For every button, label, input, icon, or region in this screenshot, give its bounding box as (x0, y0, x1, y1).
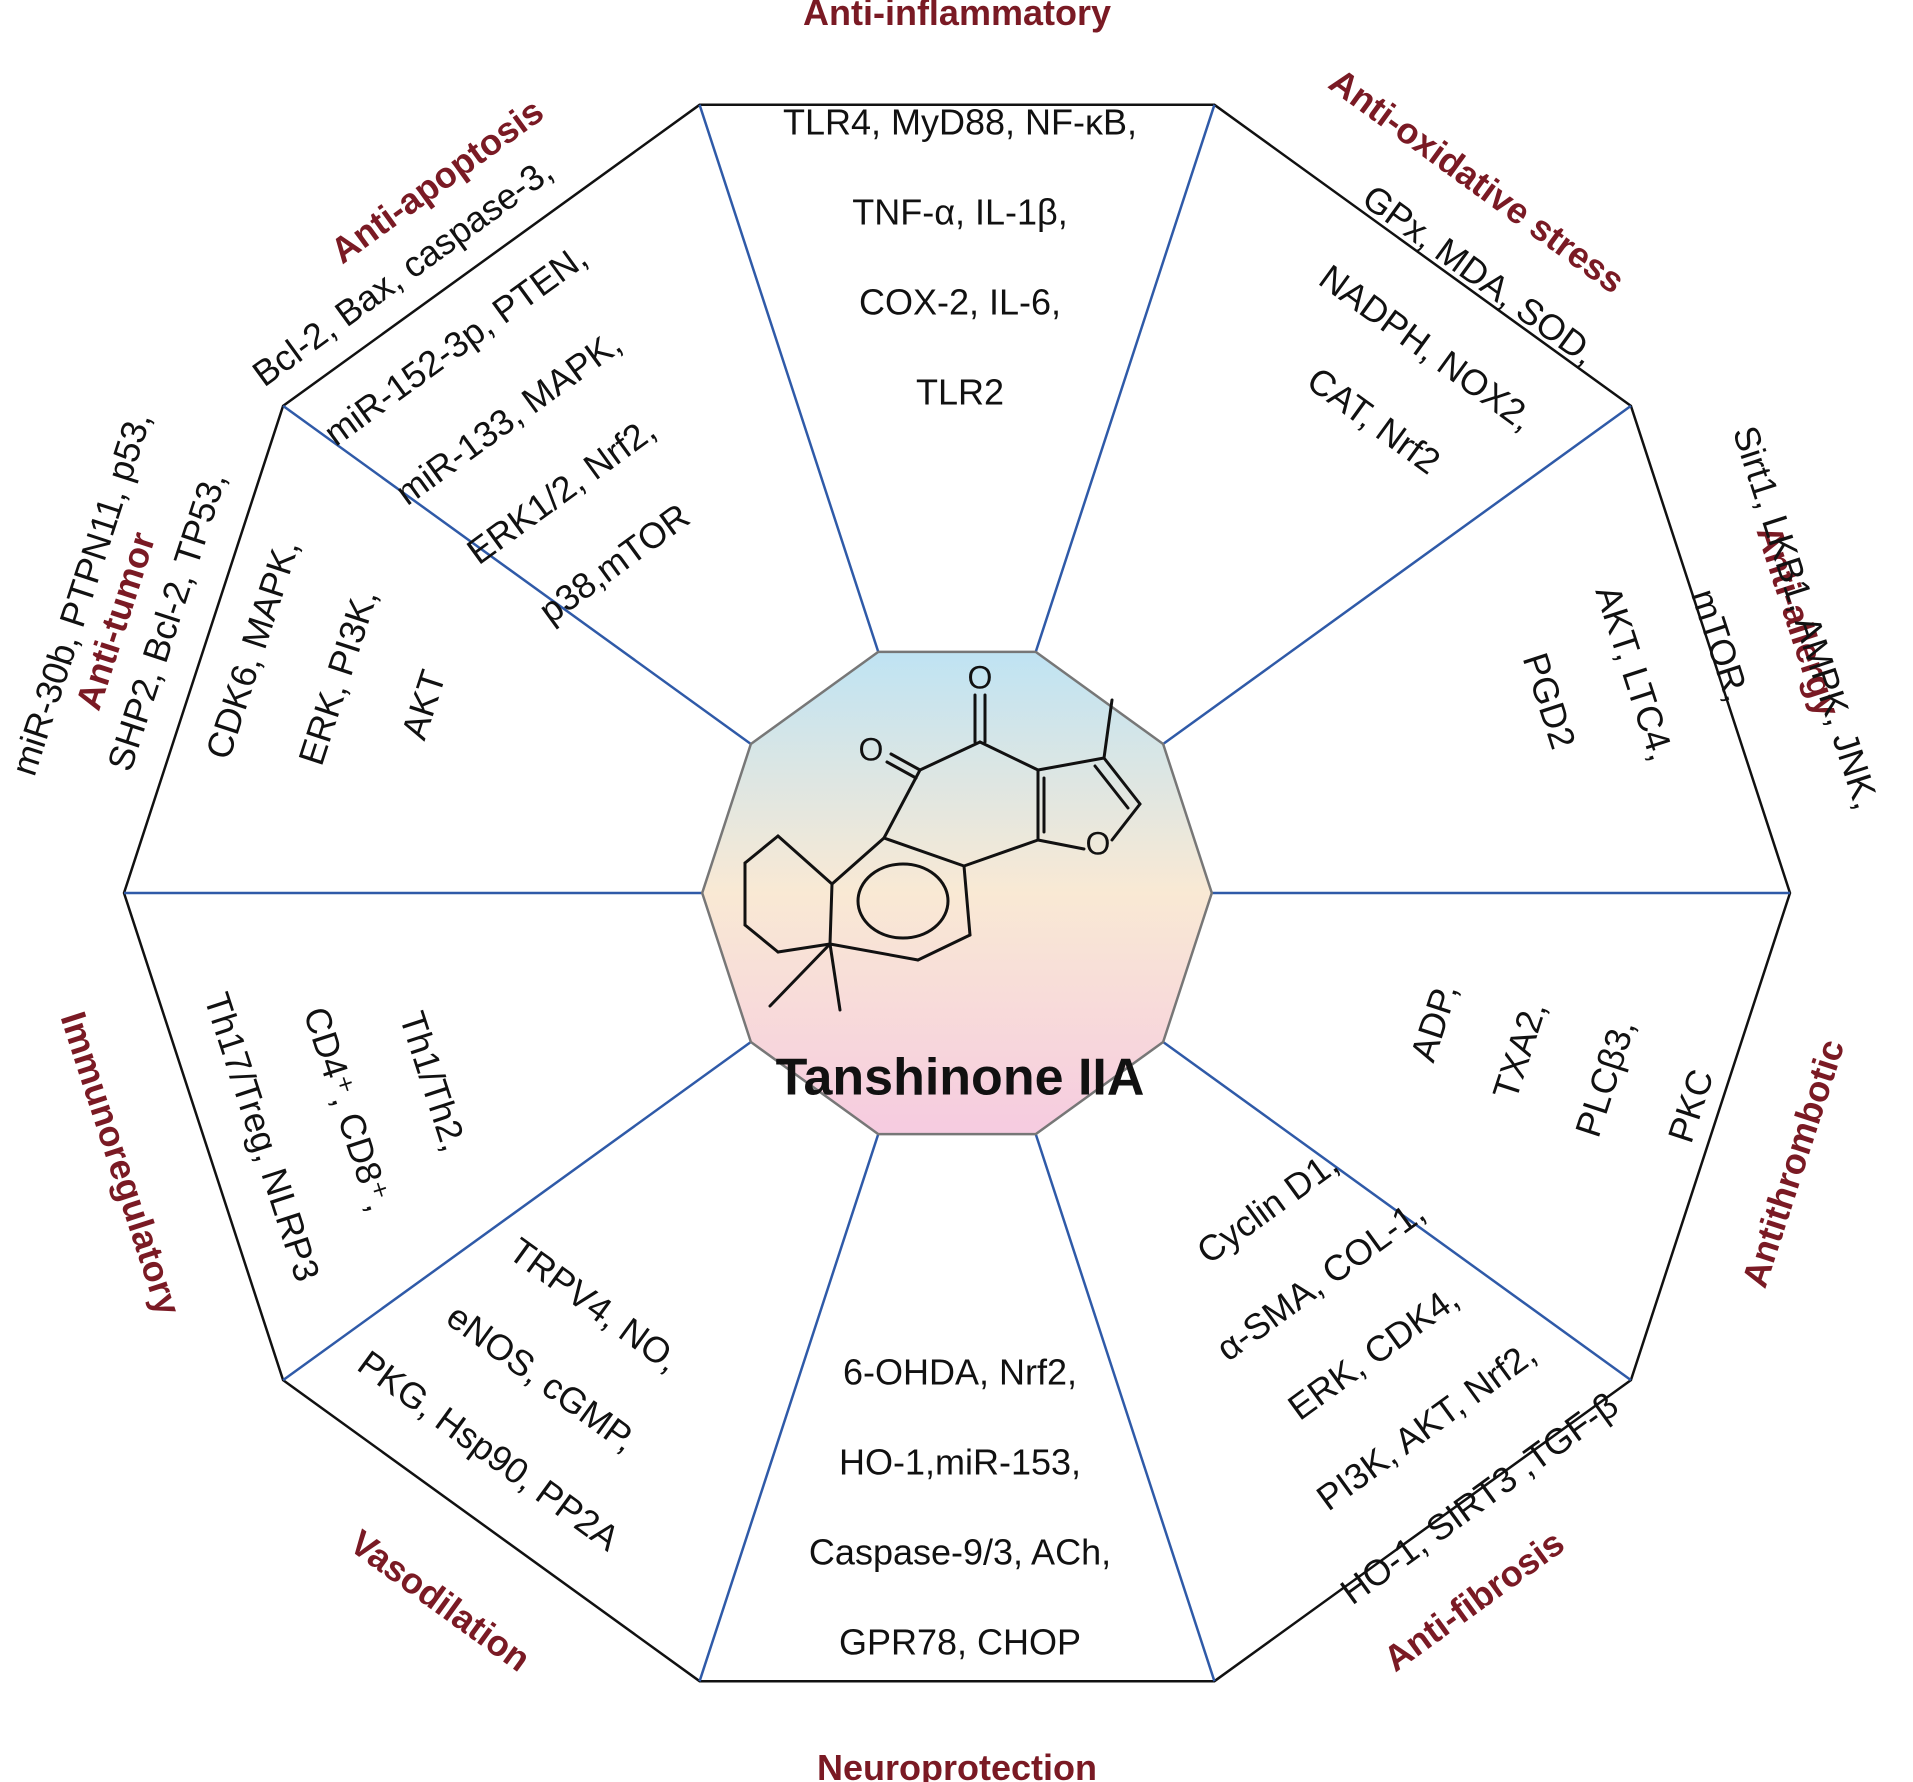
gene-line: TLR2 (916, 372, 1004, 413)
gene-list-neuroprotection: 6-OHDA, Nrf2, HO-1,miR-153, Caspase-9/3, A… (809, 1352, 1111, 1663)
category-vasodilation: Vasodilation (343, 1522, 539, 1680)
center-title: Tanshinone IIA (776, 1049, 1145, 1107)
category-immunoregulatory: Immunoregulatory (53, 1007, 190, 1320)
sector-divider (1162, 1040, 1632, 1382)
category-anti-inflammatory: Anti-inflammatory (803, 0, 1111, 33)
sector-divider (282, 1040, 752, 1382)
center-decagon (700, 650, 1214, 1136)
sector-divider (1034, 1133, 1216, 1682)
gene-line: 6-OHDA, Nrf2, (843, 1352, 1077, 1393)
category-antithrombotic: Antithrombotic (1734, 1034, 1853, 1292)
tanshinone-structure-icon (743, 693, 1142, 1012)
gene-line: Caspase-9/3, ACh, (809, 1532, 1111, 1573)
sector-divider (1162, 404, 1632, 746)
sector-divider (698, 1133, 880, 1682)
furan-oxygen: O (1086, 825, 1111, 861)
gene-line: COX-2, IL-6, (859, 282, 1061, 323)
gene-line: TNF-α, IL-1β, (852, 192, 1068, 233)
gene-line: HO-1,miR-153, (839, 1442, 1081, 1483)
sector-divider (698, 104, 880, 653)
spokes (124, 104, 1790, 1682)
gene-line: TLR4, MyD88, NF-κB, (783, 102, 1137, 143)
sector-divider (1034, 104, 1216, 653)
sector-divider (282, 404, 752, 746)
gene-line: GPR78, CHOP (839, 1622, 1081, 1663)
gene-list-anti-inflammatory: TLR4, MyD88, NF-κB, TNF-α, IL-1β, COX-2, I… (783, 102, 1137, 413)
carbonyl-oxygen-top: O (968, 659, 993, 695)
category-neuroprotection: Neuroprotection (817, 1747, 1097, 1782)
carbonyl-oxygen-left: O (859, 731, 884, 767)
gene-line: Sirt1, LKB1, AMPK, JNK, (1725, 421, 1888, 814)
